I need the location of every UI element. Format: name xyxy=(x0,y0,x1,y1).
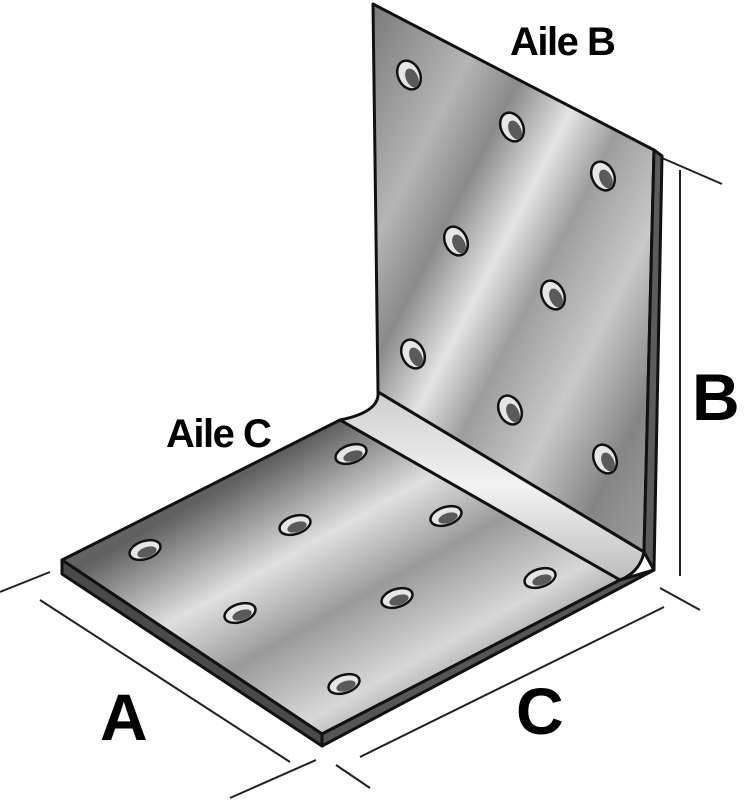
hole xyxy=(429,504,463,528)
flange-c-edge-right xyxy=(320,568,656,748)
label-dimension-b: B xyxy=(692,360,740,434)
hole xyxy=(327,672,361,696)
hole xyxy=(334,442,368,466)
hole xyxy=(223,601,257,625)
dimension-b xyxy=(661,157,723,576)
holes-flange-b xyxy=(395,59,619,475)
hole xyxy=(591,443,619,475)
hole xyxy=(380,586,414,610)
dimension-c xyxy=(335,587,701,789)
hole xyxy=(442,225,470,257)
hole xyxy=(498,111,526,143)
hole xyxy=(278,513,312,537)
label-dimension-c: C xyxy=(516,674,564,748)
dimension-a xyxy=(0,571,317,799)
hole xyxy=(395,59,423,91)
label-dimension-a: A xyxy=(100,680,148,754)
hole xyxy=(128,538,162,562)
hole xyxy=(589,160,617,192)
hole xyxy=(523,566,557,590)
label-flange-b: Aile B xyxy=(510,20,615,64)
hole xyxy=(496,394,524,426)
holes-flange-c xyxy=(128,442,557,696)
hole xyxy=(539,279,567,311)
hole xyxy=(399,338,427,370)
label-flange-c: Aile C xyxy=(166,412,271,456)
